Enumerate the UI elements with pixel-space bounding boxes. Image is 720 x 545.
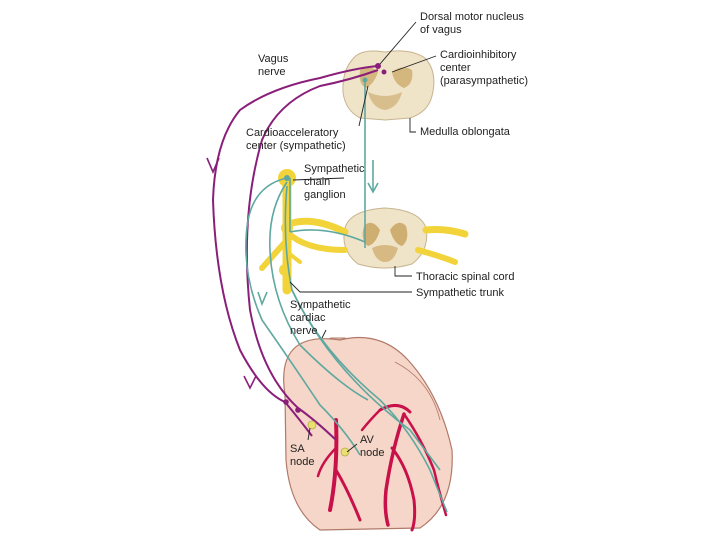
sa-node-marker xyxy=(308,421,316,429)
sympathetic-trunk-label: Sympathetic trunk xyxy=(416,287,505,299)
cardiac-nerve-label: Sympathetic cardiac nerve xyxy=(290,299,354,337)
cardioacceleratory-label: Cardioacceleratory center (sympathetic) xyxy=(246,127,346,152)
medulla-oblongata xyxy=(343,51,434,120)
cardioinhibitory-label: Cardioinhibitory center (parasympathetic… xyxy=(440,49,528,87)
chain-ganglion-label: Sympathetic chain ganglion xyxy=(304,163,368,201)
dorsal-motor-label: Dorsal motor nucleus of vagus xyxy=(420,11,527,36)
av-node-marker xyxy=(341,448,349,456)
medulla-oblongata-label: Medulla oblongata xyxy=(420,126,511,138)
vagus-nerve-label: Vagus nerve xyxy=(258,53,291,78)
thoracic-spinal-cord-label: Thoracic spinal cord xyxy=(416,271,514,283)
